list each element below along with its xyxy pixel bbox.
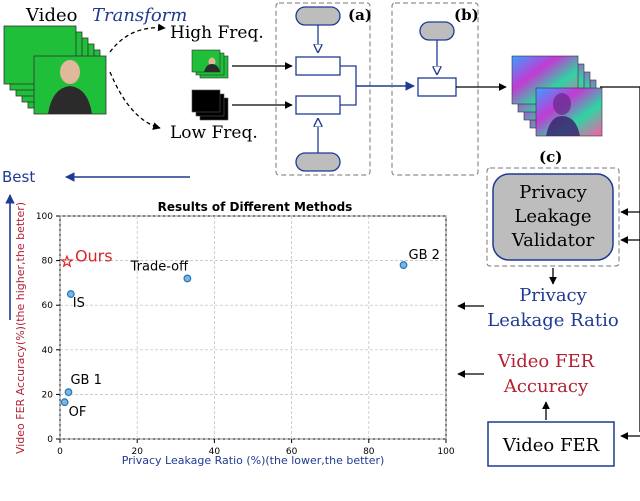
high-freq-thumbnails (191, 49, 229, 79)
y-tick-label: 0 (47, 435, 53, 445)
module-b-encoder (419, 21, 455, 41)
x-tick-label: 100 (437, 447, 454, 457)
point-of-marker (60, 398, 69, 407)
module-a-frame (275, 2, 371, 176)
best-label: Best (2, 168, 35, 186)
y-tick-label: 40 (42, 346, 54, 356)
privacy-ratio-line1: Privacy (519, 285, 587, 306)
y-tick-label: 20 (42, 390, 54, 400)
x-tick-label: 40 (209, 447, 221, 457)
point-gb-2-label: GB 2 (409, 248, 440, 263)
x-axis-ticks: 0 20 40 60 80 100 (57, 439, 455, 457)
video-frames-stack (3, 25, 107, 115)
privacy-transformed-frames (511, 55, 603, 137)
person-thumbnail (48, 60, 92, 114)
results-chart: Results of Different Methods 0 20 40 60 80 10… (14, 200, 455, 467)
chart-grid (59, 215, 447, 440)
y-tick-label: 80 (42, 257, 54, 267)
video-label: Video (25, 5, 77, 26)
chart-title: Results of Different Methods (158, 200, 353, 214)
point-is-label: IS (73, 296, 85, 311)
point-gb-1-marker (64, 388, 73, 397)
point-gb-2-marker (399, 261, 408, 269)
validator-line3: Validator (511, 230, 595, 251)
point-gb-1-label: GB 1 (70, 373, 101, 388)
module-b-block (417, 77, 457, 97)
point-is-marker (66, 290, 75, 298)
y-axis-ticks: 0 20 40 60 80 100 (36, 212, 60, 445)
right-connector-line (600, 86, 640, 432)
module-a-high-block (295, 56, 341, 76)
fer-accuracy-line2: Accuracy (503, 376, 589, 397)
y-tick-label: 100 (36, 212, 53, 222)
module-a-top-encoder (295, 6, 341, 26)
x-tick-label: 20 (131, 447, 143, 457)
low-freq-thumbnails (191, 89, 229, 121)
best-annotation: Best (2, 168, 190, 320)
point-trade-off-marker (183, 274, 192, 283)
module-c-label: (c) (539, 148, 562, 166)
privacy-ratio-line2: Leakage Ratio (487, 310, 618, 331)
transform-arrow-high (109, 23, 166, 53)
module-c-frame (486, 167, 620, 267)
module-a-low-block (295, 95, 341, 115)
module-a-label: (a) (348, 6, 372, 24)
pipeline-diagram: Video Transform High Freq. Low Freq. (3, 2, 640, 467)
x-axis-label: Privacy Leakage Ratio (%)(the lower,the … (122, 454, 385, 467)
module-c: (c) Privacy Leakage Validator (486, 148, 620, 267)
y-tick-label: 60 (42, 301, 54, 311)
validator-line2: Leakage (514, 206, 591, 227)
privacy-leakage-validator (492, 173, 614, 261)
x-tick-label: 60 (286, 447, 298, 457)
x-tick-label: 80 (363, 447, 375, 457)
video-fer-label: Video FER (502, 435, 600, 456)
point-of-label: OF (69, 405, 87, 420)
high-freq-label: High Freq. (170, 23, 264, 43)
point-ours-marker (60, 254, 74, 268)
video-fer-box (487, 421, 615, 467)
low-freq-label: Low Freq. (170, 123, 258, 143)
validator-line1: Privacy (519, 182, 587, 203)
point-ours-label: Ours (75, 247, 113, 266)
transform-arrow-low (109, 71, 161, 130)
x-tick-label: 0 (57, 447, 63, 457)
module-b: (b) (391, 2, 479, 176)
module-b-frame (391, 2, 479, 176)
module-a: (a) (275, 2, 372, 176)
y-axis-label: Video FER Accuracy(%)(the higher,the bet… (14, 202, 27, 454)
point-trade-off-label: Trade-off (130, 259, 189, 274)
transform-label: Transform (92, 5, 187, 26)
module-a-bottom-encoder (295, 152, 341, 172)
plot-area (59, 215, 447, 440)
fer-accuracy-line1: Video FER (497, 351, 595, 372)
module-b-label: (b) (454, 6, 479, 24)
